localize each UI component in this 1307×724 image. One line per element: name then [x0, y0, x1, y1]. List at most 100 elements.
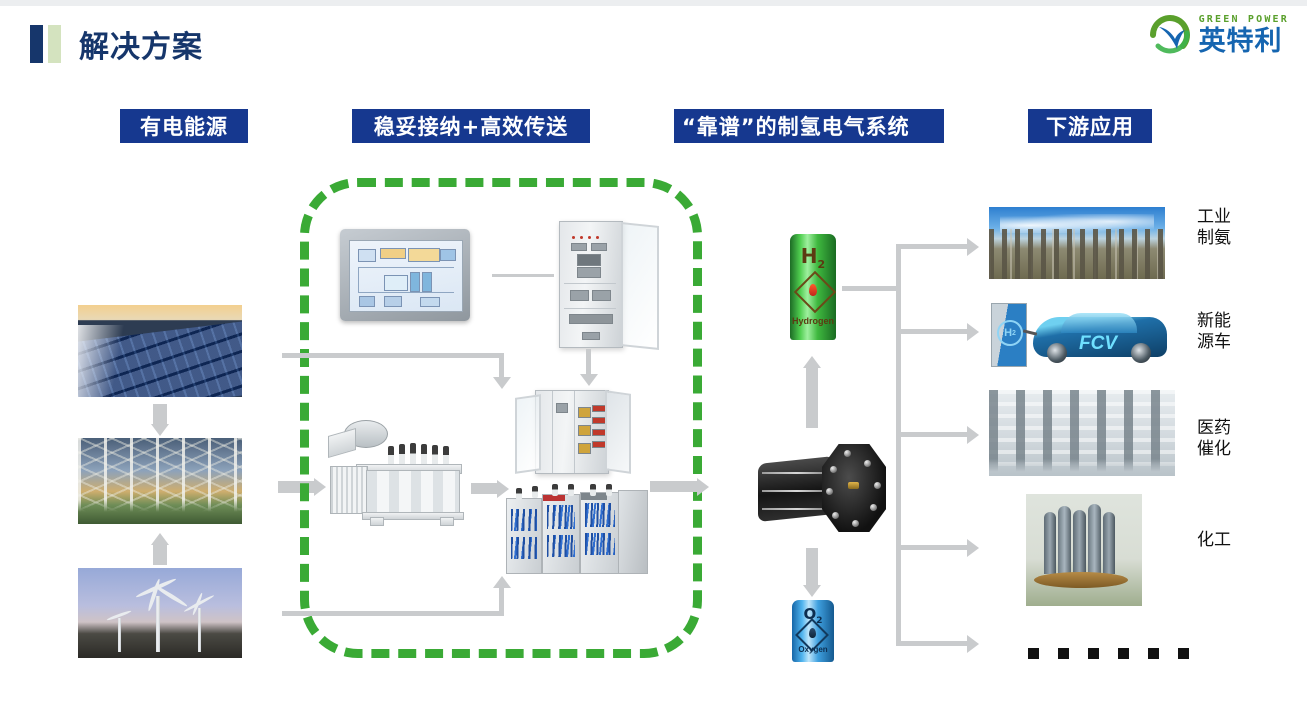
hmi-line-1 — [358, 267, 454, 268]
section-chip-source: 有电能源 — [120, 109, 248, 143]
hmi-touch-panel[interactable] — [340, 229, 470, 321]
rectifier-open-door-left[interactable] — [515, 394, 541, 474]
connector-loop-top-horizontal — [282, 353, 504, 358]
hmi-block-4 — [440, 249, 456, 261]
cabinet-switch-2[interactable] — [591, 243, 607, 251]
chem-tube-3 — [1073, 510, 1086, 574]
brand-english: GREEN POWER — [1198, 14, 1289, 25]
downstream-label-chemical-line1: 化工 — [1197, 530, 1231, 550]
cabinet-led-4 — [596, 236, 599, 239]
hmi-screen[interactable] — [349, 240, 463, 312]
arrow-wind-to-substation-head — [151, 533, 169, 545]
connector-loop-top-vertical — [499, 353, 504, 378]
rectifier-cabinet[interactable] — [515, 386, 631, 478]
switchgear-bushing-5 — [590, 484, 596, 496]
arrow-electrolyzer-to-hydrogen-shaft — [806, 368, 818, 428]
page-title: 解决方案 — [79, 30, 203, 65]
chem-tube-5 — [1103, 512, 1115, 574]
rectifier-body — [535, 390, 609, 474]
arrow-transformer-to-switchgear-head — [497, 480, 509, 498]
branch-arm-5 — [896, 641, 968, 646]
control-cabinet[interactable] — [559, 221, 623, 348]
more-dot-4 — [1118, 648, 1129, 659]
electrolyzer-tie-rod-1 — [762, 472, 832, 474]
switchgear-bushing-6 — [606, 484, 612, 496]
rectifier-open-door-right[interactable] — [605, 390, 631, 474]
switchgear-cabinets[interactable] — [506, 484, 648, 576]
switchgear-unit-1[interactable] — [506, 498, 542, 574]
cabinet-divider-1 — [564, 283, 616, 284]
branch-arrow-3 — [967, 426, 979, 444]
downstream-label-fcv-line1: 新能 — [1197, 311, 1231, 331]
branch-arrow-4 — [967, 539, 979, 557]
hmi-block-1 — [358, 249, 376, 262]
transformer-bushing-4 — [421, 444, 427, 466]
chemical-cylinders-photo — [1026, 494, 1142, 606]
hmi-block-5 — [384, 275, 408, 291]
arrow-control-to-rectifier-head — [580, 374, 598, 386]
downstream-label-fcv-line2: 源车 — [1197, 331, 1231, 352]
power-transformer[interactable] — [322, 418, 468, 528]
transformer-foot-right — [440, 517, 454, 526]
fcv-wheel-rear — [1131, 343, 1151, 363]
switchgear-bushing-1 — [516, 488, 522, 500]
downstream-label-ammonia-line2: 制氨 — [1197, 227, 1231, 248]
downstream-label-ammonia: 工业 制氨 — [1197, 207, 1231, 248]
arrow-electrolyzer-to-oxygen-head — [803, 585, 821, 597]
switchgear-bushing-3 — [552, 484, 558, 496]
ammonia-plant-photo — [989, 207, 1165, 279]
cabinet-meter-2 — [592, 290, 611, 301]
fcv-windshield — [1061, 313, 1137, 333]
electrolyzer-stack[interactable] — [748, 438, 888, 538]
cabinet-breaker-row[interactable] — [569, 314, 613, 324]
branch-trunk-horizontal — [842, 286, 900, 291]
rectifier-module-3 — [578, 443, 591, 454]
connector-loop-bottom-horizontal — [282, 611, 504, 616]
hmi-block-8 — [420, 297, 440, 307]
cabinet-divider-2 — [564, 308, 616, 309]
oxygen-symbol: O2 — [803, 605, 823, 626]
more-dot-2 — [1058, 648, 1069, 659]
branch-arm-1 — [896, 244, 968, 249]
switchgear-unit-3[interactable] — [580, 492, 620, 574]
switchgear-wiring-2 — [547, 505, 575, 529]
switchgear-wiring-1b — [511, 537, 537, 559]
branch-arrow-2 — [967, 323, 979, 341]
title-accent-blue — [30, 25, 43, 63]
electrolyzer-bolt-3 — [874, 482, 881, 489]
switchgear-bushing-4 — [568, 484, 574, 496]
downstream-label-chemical: 化工 — [1197, 530, 1231, 551]
electrolyzer-bolt-7 — [826, 488, 833, 495]
electrolyzer-tie-rod-2 — [762, 490, 832, 492]
more-dot-1 — [1028, 648, 1039, 659]
wind-farm-photo — [78, 568, 242, 658]
hydrogen-gas-name: Hydrogen — [791, 316, 834, 326]
branch-arrow-1 — [967, 238, 979, 256]
page-title-group: 解决方案 — [30, 22, 203, 66]
hmi-line-2 — [358, 267, 359, 293]
arrow-switchgear-to-electrolyzer-shaft — [650, 481, 698, 492]
wind-tower-2 — [198, 608, 201, 652]
downstream-label-fcv: 新能 源车 — [1197, 311, 1231, 352]
branch-arrow-5 — [967, 635, 979, 653]
chem-base-flange — [1034, 572, 1128, 588]
substation-photo — [78, 438, 242, 524]
section-chip-electrical-label: “靠谱”的制氢电气系统 — [682, 115, 910, 139]
switchgear-unit-2[interactable] — [542, 494, 580, 574]
switchgear-unit-4[interactable] — [618, 490, 648, 574]
electrolyzer-center-port — [848, 482, 859, 489]
hydrogen-cylinder: H2 Hydrogen — [790, 234, 836, 340]
cabinet-led-2 — [580, 236, 583, 239]
cabinet-keypad[interactable] — [577, 267, 601, 278]
connector-hmi-to-control-cabinet — [492, 274, 554, 277]
cabinet-switch-1[interactable] — [571, 243, 587, 251]
transformer-bushing-5 — [432, 445, 438, 466]
control-cabinet-open-door[interactable] — [621, 222, 659, 350]
switchgear-wiring-2b — [547, 535, 575, 557]
electrolyzer-bolt-6 — [832, 512, 839, 519]
pharma-lab-photo — [989, 390, 1175, 476]
brand-text: GREEN POWER 英特利 — [1198, 14, 1289, 56]
cabinet-led-1 — [572, 236, 575, 239]
